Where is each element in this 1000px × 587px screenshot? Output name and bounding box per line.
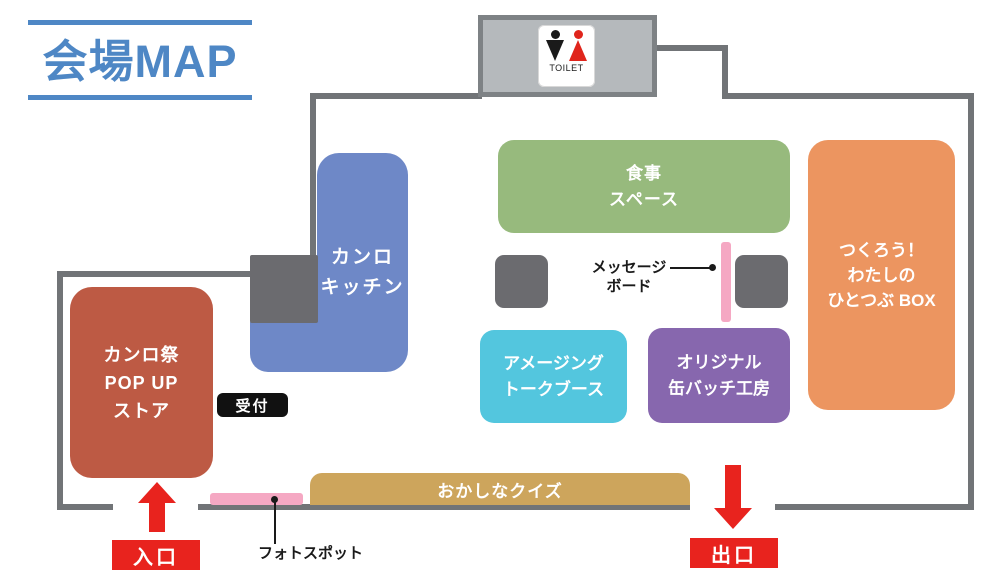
photo-spot-leader-line: [274, 500, 276, 544]
wall-step-vertical: [722, 45, 728, 99]
kanro-kitchen-label: カンロ キッチン: [320, 247, 405, 298]
wall-top-left: [310, 93, 482, 99]
toilet-sign: TOILET: [538, 25, 595, 87]
area-hitotsubu-box: つくろう！ わたしの ひとつぶ BOX: [808, 140, 955, 410]
wall-bottom-left: [57, 504, 113, 510]
wall-left-room-top: [57, 271, 252, 277]
reception-label: 受付: [217, 393, 288, 417]
male-restroom-icon: [546, 30, 564, 61]
pillar-junction: [250, 255, 318, 323]
pillar-left: [495, 255, 548, 308]
wall-bottom-right: [775, 504, 974, 510]
area-badge-workshop: オリジナル 缶バッチ工房: [648, 328, 790, 423]
message-board-leader-line: [670, 267, 714, 269]
area-quiz: おかしなクイズ: [310, 473, 690, 505]
wall-step-top: [653, 45, 728, 51]
restroom-icons: [546, 30, 587, 61]
message-board-bar: [721, 242, 731, 322]
area-kanro-kitchen-extension: [250, 322, 350, 372]
message-board-label: メッセージ ボード: [591, 259, 667, 295]
wall-inner-vertical: [310, 93, 316, 258]
entrance-arrow-shaft: [149, 501, 165, 532]
pillar-right: [735, 255, 788, 308]
photo-spot-bar: [210, 493, 303, 505]
page-title: 会場MAP: [42, 35, 238, 87]
message-board-leader-dot: [709, 264, 716, 271]
wall-bottom-middle: [198, 504, 690, 510]
area-talk-booth: アメージング トークブース: [480, 330, 627, 423]
title-overline: [28, 20, 252, 25]
photo-spot-leader-dot: [271, 496, 278, 503]
photo-spot-label: フォトスポット: [258, 545, 364, 562]
exit-arrow-shaft: [725, 465, 741, 509]
exit-arrow-icon: [714, 508, 752, 529]
wall-right: [968, 93, 974, 510]
toilet-label: TOILET: [549, 63, 584, 73]
wall-left: [57, 271, 63, 510]
title-underline: [28, 95, 252, 100]
area-dining-space: 食事 スペース: [498, 140, 790, 233]
area-popup-store: カンロ祭 POP UP ストア: [70, 287, 213, 478]
entrance-arrow-icon: [138, 482, 176, 503]
female-restroom-icon: [569, 30, 587, 61]
exit-label: 出口: [690, 538, 778, 568]
wall-top-right: [722, 93, 974, 99]
entrance-label: 入口: [112, 540, 200, 570]
